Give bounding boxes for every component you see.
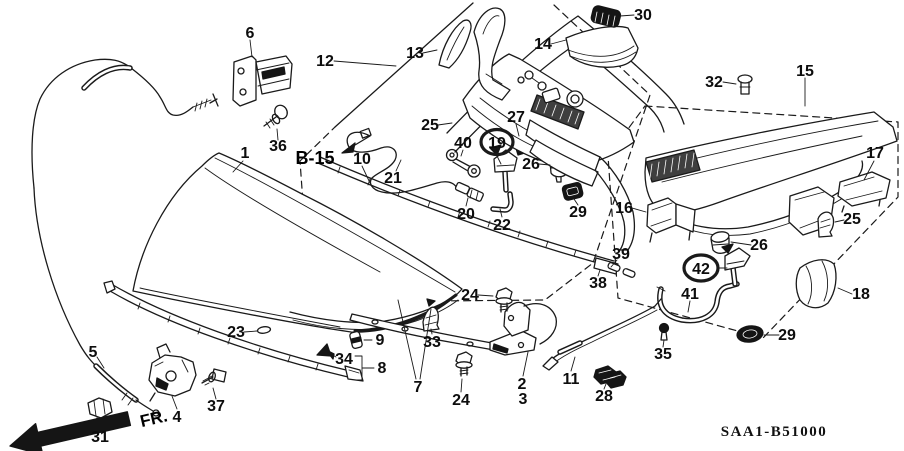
part-label-16: 16 [615,200,633,217]
grommet-left [561,181,584,201]
bolt-cluster-28 [593,365,627,389]
strip-grommet [349,331,363,349]
pin-clip [737,74,753,95]
front-direction-label: FR. [138,406,169,431]
part-label-28: 28 [595,388,613,405]
hood-hinge-left [232,55,293,107]
part-label-3: 3 [519,391,528,408]
cowl-clip-right [817,211,835,238]
part-label-21: 21 [384,170,402,187]
hood-panel [132,152,463,333]
vent-grille [590,5,622,28]
part-label-4: 4 [173,409,182,426]
part-label-29b: 29 [778,327,796,344]
highlight-circle-42 [682,253,720,283]
part-label-25a: 25 [421,117,439,134]
grommet-right [736,325,764,343]
part-label-7: 7 [414,379,423,396]
hole-plug [256,326,272,334]
part-label-5: 5 [89,344,98,361]
part-label-1: 1 [241,145,250,162]
strip-clip [316,343,332,357]
diagram-code: SAA1-B51000 [721,424,828,440]
part-label-36: 36 [269,138,287,155]
part-label-20: 20 [457,206,475,223]
part-label-41: 41 [681,286,699,303]
part-label-38: 38 [589,275,607,292]
part-label-30: 30 [634,7,652,24]
part-label-19: 19 [488,135,506,152]
part-label-2: 2 [518,376,527,393]
cowl-side-assembly [593,74,898,389]
part-label-15: 15 [796,63,814,80]
fender-cover [795,259,837,309]
part-label-32: 32 [705,74,723,91]
part-label-13: 13 [406,45,424,62]
hinge-bolt-36 [263,104,288,129]
tube-joint [454,181,484,202]
part-label-35: 35 [654,346,672,363]
seal-fittings [607,262,636,278]
part-label-33: 33 [423,334,441,351]
leader-lines [96,14,875,431]
cowl-side-bracket [646,197,696,243]
hood-latch [148,343,197,402]
washer-tube-assembly-right [656,243,751,324]
front-molding-strip [103,280,364,382]
part-label-24b: 24 [452,392,470,409]
part-label-6: 6 [246,25,255,42]
part-label-8: 8 [378,360,387,377]
hood-opener-cable [31,58,219,427]
part-label-14: 14 [534,36,552,53]
cowl-top-assembly [438,5,685,251]
part-label-39: 39 [612,246,630,263]
part-label-25b: 25 [843,211,861,228]
part-label-12: 12 [316,53,334,70]
part-label-9: 9 [376,332,385,349]
cowl-clip-33 [422,298,440,332]
page-ref-label: B-15 [295,148,334,168]
hood-stay-rod [542,298,662,371]
part-label-42: 42 [692,261,710,278]
bolt-24-upper [495,287,513,313]
page-ref-arrow [341,135,371,154]
part-label-26b: 26 [750,237,768,254]
part-label-24a: 24 [461,287,479,304]
cowl-side-lid [837,171,891,213]
part-labels: 1 2 3 4 5 6 7 8 9 10 11 12 13 14 15 16 1… [89,7,884,446]
part-label-10: 10 [353,151,371,168]
part-label-17: 17 [866,145,884,162]
part-label-27: 27 [507,109,525,126]
part-label-26a: 26 [522,156,540,173]
small-clip-35 [658,322,670,341]
bolt-24-lower [455,351,473,377]
part-label-29a: 29 [569,204,587,221]
part-label-22: 22 [493,217,511,234]
front-direction-arrow [9,411,132,451]
part-label-23: 23 [227,324,245,341]
highlight-circle-19 [479,127,515,157]
cowl-bracket-pieces [438,7,561,104]
washer-nozzle-right [721,243,751,287]
part-label-11: 11 [563,371,580,388]
highlight-circles [479,127,720,283]
part-label-18: 18 [852,286,870,303]
latch-bolt [201,368,227,386]
part-label-34: 34 [335,351,353,368]
link-arm [445,148,481,178]
part-label-31: 31 [91,429,109,446]
diagram-line-art [9,2,899,451]
part-label-40: 40 [454,135,472,152]
part-label-37: 37 [207,398,225,415]
hood-seal-strip [317,156,636,278]
air-inlet-cover [565,25,639,68]
